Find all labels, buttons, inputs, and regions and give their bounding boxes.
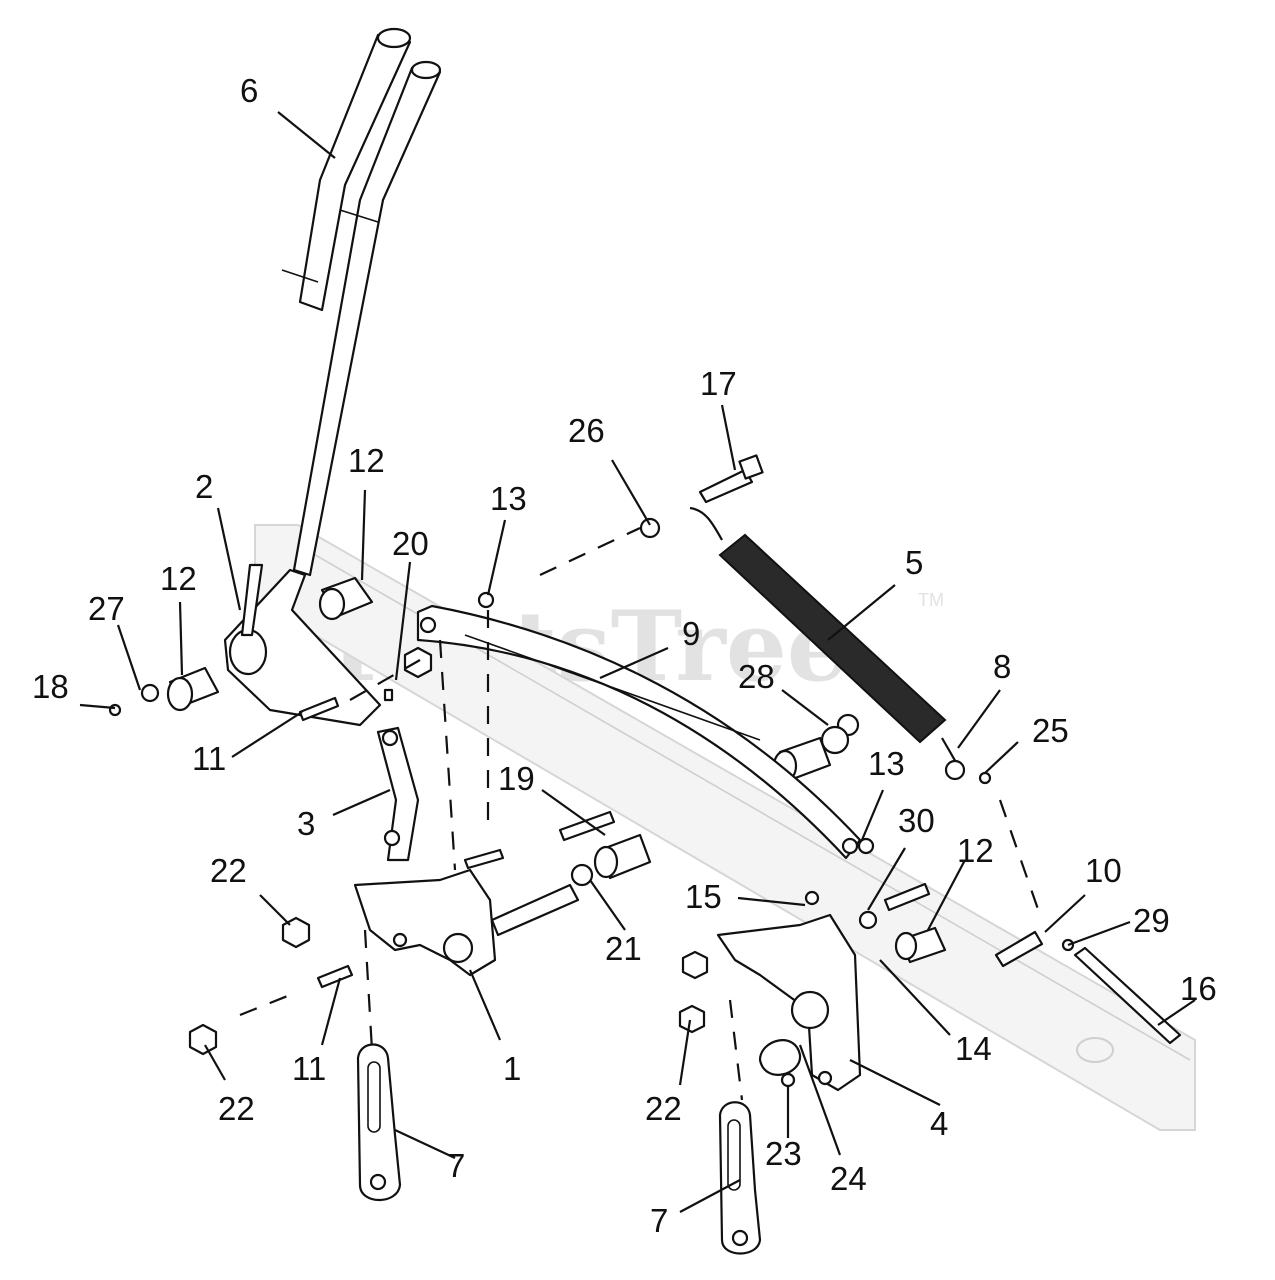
callout-7: 7 — [447, 1147, 465, 1184]
pivot-arm — [223, 563, 382, 727]
callout-16: 16 — [1180, 970, 1217, 1007]
callout-4: 4 — [930, 1105, 948, 1142]
watermark-tm: TM — [918, 590, 944, 610]
callout-12: 12 — [160, 560, 197, 597]
callout-20: 20 — [392, 525, 429, 562]
callout-2: 2 — [195, 468, 213, 505]
link-strap — [376, 726, 420, 862]
callout-12: 12 — [348, 442, 385, 479]
bolt-17 — [639, 454, 764, 539]
callout-12: 12 — [957, 832, 994, 869]
long-bar — [416, 604, 862, 860]
callout-27: 27 — [88, 590, 125, 627]
callout-13: 13 — [868, 745, 905, 782]
handle-lever — [281, 27, 442, 577]
callout-10: 10 — [1085, 852, 1122, 889]
callout-15: 15 — [685, 878, 722, 915]
callout-7: 7 — [650, 1202, 668, 1239]
leader-lines — [79, 111, 1196, 1213]
callout-11: 11 — [292, 1050, 326, 1087]
callout-14: 14 — [955, 1030, 992, 1067]
callout-22: 22 — [645, 1090, 682, 1127]
assembly-lines — [239, 527, 1042, 1101]
callout-18: 18 — [32, 668, 69, 705]
callout-29: 29 — [1133, 902, 1170, 939]
callout-25: 25 — [1032, 712, 1069, 749]
callout-28: 28 — [738, 658, 775, 695]
callout-13: 13 — [490, 480, 527, 517]
callout-11: 11 — [192, 740, 226, 777]
hardware — [108, 591, 992, 1088]
callout-1: 1 — [503, 1050, 521, 1087]
callout-8: 8 — [993, 648, 1011, 685]
callout-22: 22 — [218, 1090, 255, 1127]
drag-links — [356, 1043, 762, 1255]
callout-3: 3 — [297, 805, 315, 842]
callout-5: 5 — [905, 544, 923, 581]
callout-24: 24 — [830, 1160, 867, 1197]
rod-16 — [994, 930, 1182, 1045]
callout-labels: 6 2 12 20 13 26 17 5 12 27 18 9 28 8 25 … — [32, 72, 1217, 1239]
callout-23: 23 — [765, 1135, 802, 1172]
callout-21: 21 — [605, 930, 642, 967]
callout-22: 22 — [210, 852, 247, 889]
callout-30: 30 — [898, 802, 935, 839]
callout-26: 26 — [568, 412, 605, 449]
right-bracket — [716, 913, 862, 1092]
callout-19: 19 — [498, 760, 535, 797]
left-bracket — [353, 868, 580, 977]
callout-9: 9 — [682, 615, 700, 652]
callout-17: 17 — [700, 365, 737, 402]
callout-6: 6 — [240, 72, 258, 109]
